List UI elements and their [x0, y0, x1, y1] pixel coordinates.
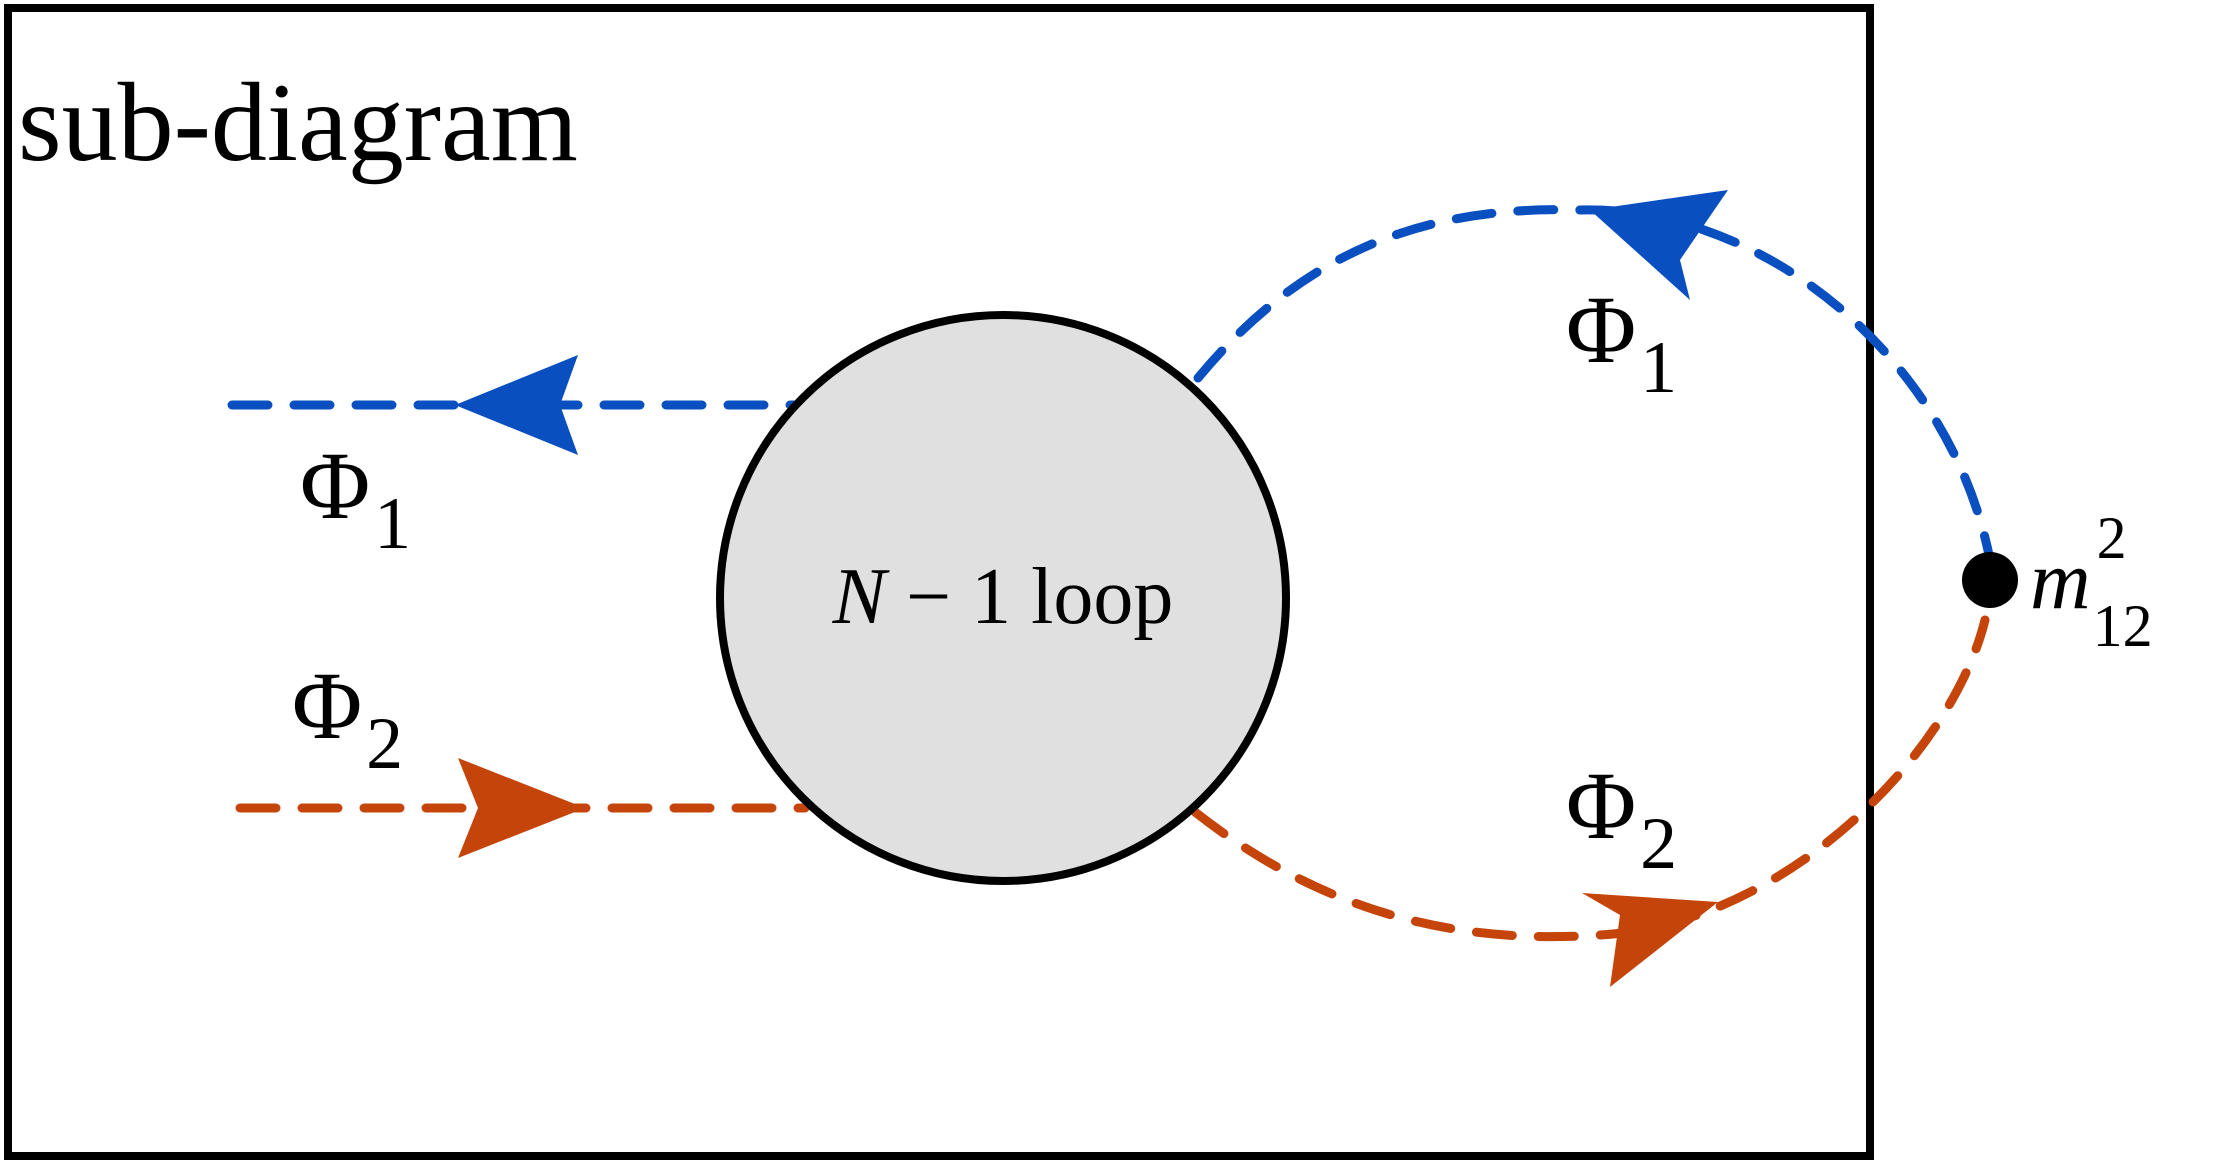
- sub-diagram-frame: [4, 4, 1874, 1160]
- phi1-right-label: Φ1: [1566, 276, 1677, 409]
- mass-vertex-dot: [1962, 552, 2018, 608]
- phi1-left-label: Φ1: [300, 432, 411, 565]
- phi2-arc-arrow: [1582, 893, 1718, 987]
- phi1-left-arrow: [455, 355, 578, 455]
- phi2-left-label: Φ2: [292, 652, 403, 785]
- sub-diagram-title: sub-diagram: [18, 61, 578, 185]
- phi2-right-label: Φ2: [1566, 752, 1677, 885]
- phi1-arc-arrow: [1590, 190, 1728, 300]
- phi2-arc: [1190, 615, 1990, 942]
- phi2-left-arrow: [458, 758, 585, 858]
- loop-blob: [716, 311, 1290, 885]
- loop-blob-label: N − 1 loop: [832, 553, 1174, 641]
